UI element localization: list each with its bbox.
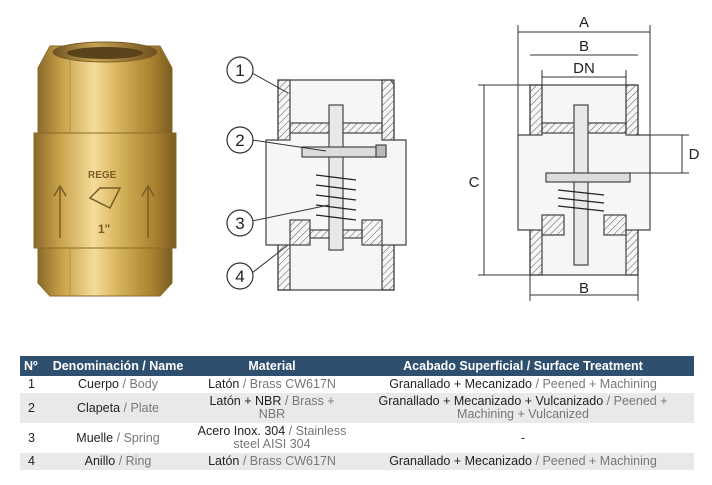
header-no: Nº <box>24 359 38 373</box>
photo-size-mark: 1" <box>98 222 110 236</box>
row-name: Muelle / Spring <box>76 430 160 445</box>
table-row: 4 Anillo / Ring Latón / Brass CW617N Gra… <box>20 453 694 470</box>
valve-photo: REGE 1" <box>33 41 177 297</box>
dim-dn-label: DN <box>573 60 595 77</box>
row-no: 2 <box>28 400 35 415</box>
row-material: Acero Inox. 304 / Stainless steel AISI 3… <box>197 424 347 451</box>
header-finish: Acabado Superficial / Surface Treatment <box>403 359 643 373</box>
row-finish: Granallado + Mecanizado / Peened + Machi… <box>389 454 657 468</box>
callout-3: 3 <box>235 214 244 233</box>
callout-1: 1 <box>235 61 244 80</box>
dim-b-bottom-label: B <box>579 280 589 297</box>
row-name: Clapeta / Plate <box>76 400 160 415</box>
dim-a-label: A <box>579 14 589 31</box>
row-name: Cuerpo / Body <box>78 377 158 391</box>
photo-brand-mark: REGE <box>88 170 117 181</box>
table-header-row: Nº Denominación / Name Material Acabado … <box>20 356 694 376</box>
row-no: 4 <box>28 454 35 468</box>
row-finish: - <box>520 430 526 445</box>
callout-2: 2 <box>235 131 244 150</box>
table-row: 2 Clapeta / Plate Latón + NBR / Brass + … <box>20 393 694 423</box>
row-finish: Granallado + Mecanizado / Peened + Machi… <box>389 377 657 391</box>
row-material: Latón / Brass CW617N <box>208 454 336 468</box>
callout-4: 4 <box>235 267 244 286</box>
dim-d-label: D <box>689 146 700 163</box>
parts-table: Nº Denominación / Name Material Acabado … <box>20 356 694 470</box>
row-no: 3 <box>28 430 35 445</box>
header-material: Material <box>248 359 296 373</box>
dim-c-label: C <box>469 174 480 191</box>
table-row: 3 Muelle / Spring Acero Inox. 304 / Stai… <box>20 423 694 453</box>
row-finish: Granallado + Mecanizado + Vulcanizado / … <box>378 394 668 421</box>
dim-b-top-label: B <box>579 38 589 55</box>
row-material: Latón / Brass CW617N <box>208 377 336 391</box>
row-no: 1 <box>28 377 35 391</box>
table-row: 1 Cuerpo / Body Latón / Brass CW617N Gra… <box>20 376 694 393</box>
row-name: Anillo / Ring <box>84 454 152 468</box>
header-name: Denominación / Name <box>52 359 184 373</box>
row-material: Latón + NBR / Brass + NBR <box>209 394 335 421</box>
section-drawing: 1 2 3 4 <box>226 56 407 291</box>
dimension-drawing: A B DN C D B <box>469 14 700 301</box>
